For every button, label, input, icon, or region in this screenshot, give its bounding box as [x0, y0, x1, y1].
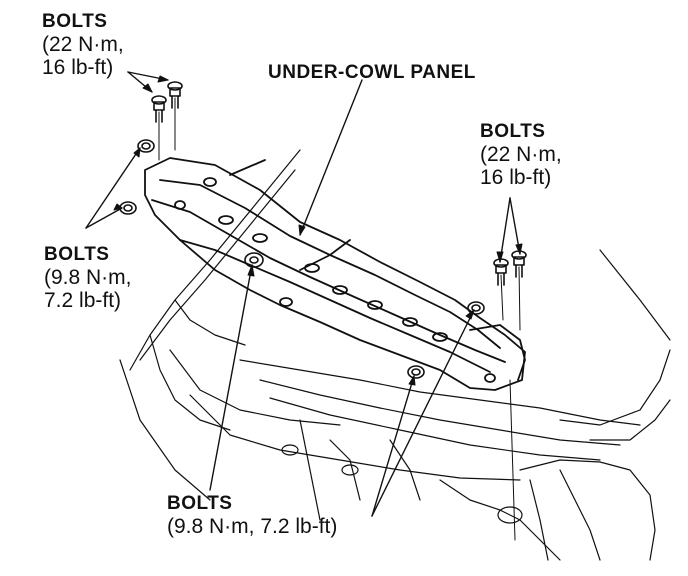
bolts-callout-torque-lbft: 7.2 lb-ft) [44, 289, 122, 312]
bolt-right-1 [468, 302, 484, 314]
bolt-guide-lines [159, 98, 520, 540]
bolts-callout-torque-lbft: 16 lb-ft) [480, 166, 552, 189]
under-cowl-panel-label: UNDER-COWL PANEL [268, 62, 476, 83]
bolt-right-2 [408, 366, 424, 378]
bolts-callout-title: BOLTS [44, 244, 110, 265]
bolts-callout-mid-left: BOLTS (9.8 N·m, 7.2 lb-ft) [44, 243, 132, 312]
bolts-callout-torque-nm: (9.8 N·m, [44, 266, 132, 289]
bolt-top-left-2 [168, 82, 182, 108]
body-structure [120, 150, 670, 560]
bolts-callout-torque: (9.8 N·m, 7.2 lb-ft) [167, 515, 338, 538]
bolts-callout-top-right: BOLTS (22 N·m, 16 lb-ft) [480, 120, 562, 189]
bolt-top-left-1 [152, 96, 166, 122]
bolts-callout-bottom: BOLTS (9.8 N·m, 7.2 lb-ft) [167, 492, 337, 538]
bolts-callout-torque-lbft: 16 lb-ft) [42, 56, 114, 79]
arrowheads [114, 76, 522, 385]
bolts-callout-title: BOLTS [42, 11, 108, 32]
bolts-callout-title: BOLTS [167, 493, 233, 514]
bolts-callout-title: BOLTS [480, 121, 546, 142]
bolt-left-flange [138, 140, 154, 152]
bolts-callout-torque-nm: (22 N·m, [480, 143, 562, 166]
bolts-callout-top-left: BOLTS (22 N·m, 16 lb-ft) [42, 10, 124, 79]
bolts-callout-torque-nm: (22 N·m, [42, 33, 124, 56]
under-cowl-panel [145, 158, 525, 390]
leader-lines [86, 72, 520, 516]
bolt-center [245, 253, 263, 267]
